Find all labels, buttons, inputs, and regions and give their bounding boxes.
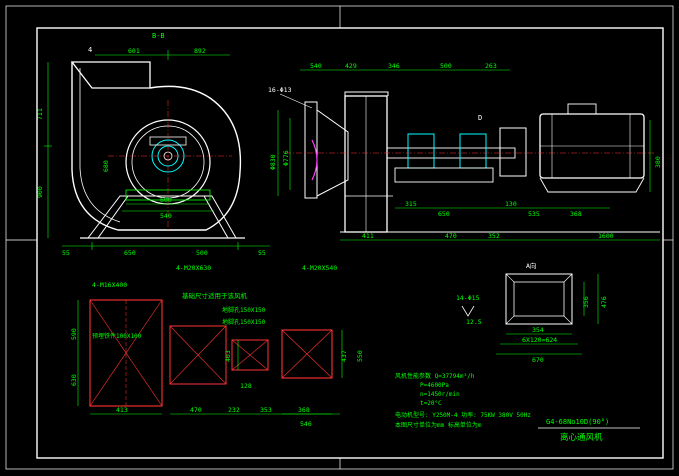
dim-top-1: 601 — [128, 47, 140, 55]
dim-left-1: 711 — [36, 108, 44, 120]
dim-inner-2: 540 — [160, 212, 172, 220]
side-top-3: 346 — [388, 62, 400, 70]
front-view: B-B 4 — [36, 32, 270, 257]
note4: 地脚孔150X150 — [222, 318, 266, 326]
side-bottom-4: 1600 — [598, 232, 614, 240]
note-line1: 风机性能参数 Q=37794m³/h — [395, 372, 475, 380]
bolts1: 4-M16X400 — [92, 281, 127, 289]
mid-w1: 470 — [190, 406, 202, 414]
side-bottom-2: 470 — [445, 232, 457, 240]
holes-label: 16-Φ13 — [268, 86, 292, 94]
note1: 基础尺寸适用于该风机 — [182, 291, 248, 300]
dim-left-2: 900 — [36, 186, 44, 198]
note-line4: t=20°C — [420, 400, 442, 407]
bolts3: 4-M20X540 — [302, 264, 337, 272]
model: G4-68No10D(90°) — [546, 418, 609, 426]
dim-shaft: 680 — [102, 160, 110, 172]
side-top-2: 429 — [345, 62, 357, 70]
mid-h2: 128 — [240, 382, 252, 390]
dim-top-2: 892 — [194, 47, 206, 55]
note-line2: P=4600Pa — [420, 382, 449, 389]
side-lower-1: 315 — [405, 200, 417, 208]
side-top-1: 540 — [310, 62, 322, 70]
detail-holes: 14-Φ15 — [456, 294, 480, 302]
note2: 地脚孔150X150 — [222, 306, 266, 314]
flange-d1: Φ830 — [269, 154, 277, 170]
dim-inner-1: 600 — [160, 196, 172, 204]
title-block: G4-68No10D(90°) 离心通风机 — [538, 418, 640, 443]
mid-h1: 403 — [224, 350, 232, 362]
dim-bottom-4: 55 — [258, 249, 266, 257]
detail-spacing: 12.5 — [466, 318, 482, 326]
right-h2: 550 — [356, 350, 364, 362]
bolts2: 4-M20X630 — [176, 264, 211, 272]
note-line6: 本图尺寸单位为mm 标高单位为m — [395, 421, 482, 429]
outer-frame — [5, 5, 674, 470]
dim-bottom-2: 650 — [124, 249, 136, 257]
dim-bottom-3: 500 — [196, 249, 208, 257]
flange-d2: Φ776 — [282, 150, 290, 166]
right-w1: 368 — [298, 406, 310, 414]
side-lower-2: 650 — [438, 210, 450, 218]
view-label-d: D — [478, 114, 482, 122]
detail-h2: 476 — [600, 296, 608, 308]
detail-h1: 356 — [582, 296, 590, 308]
detail-w1: 354 — [532, 326, 544, 334]
note-line3: n=1450r/min — [420, 391, 460, 398]
inner-frame — [36, 27, 664, 459]
side-lower-3: 130 — [505, 200, 517, 208]
flange-detail: A向 14-Φ15 12.5 354 6X120=624 670 356 476 — [456, 261, 608, 364]
right-w2: 546 — [300, 420, 312, 428]
view-label-4: 4 — [88, 46, 92, 54]
side-bottom-3: 352 — [488, 232, 500, 240]
note-line5: 电动机型号: Y250M-4 功率: 75KW 380V 50Hz — [395, 411, 531, 419]
notes: 风机性能参数 Q=37794m³/h P=4600Pa n=1450r/min … — [395, 372, 531, 429]
detail-w2: 6X120=624 — [522, 336, 557, 344]
detail-label: A向 — [526, 261, 536, 270]
side-bottom-1: 411 — [362, 232, 374, 240]
left-w: 413 — [116, 406, 128, 414]
right-h1: 437 — [340, 350, 348, 362]
side-top-4: 500 — [440, 62, 452, 70]
section-label: B-B — [152, 32, 165, 40]
motor-h: 380 — [654, 156, 662, 168]
title: 离心通风机 — [560, 432, 603, 443]
side-top-5: 263 — [485, 62, 497, 70]
side-lower-4: 535 — [528, 210, 540, 218]
note3: 预埋铁件100X100 — [92, 332, 142, 340]
mid-w2: 232 — [228, 406, 240, 414]
side-lower-5: 368 — [570, 210, 582, 218]
left-h2: 630 — [70, 374, 78, 386]
left-h1: 590 — [70, 328, 78, 340]
side-view: 16-Φ13 D — [268, 62, 662, 241]
detail-w3: 670 — [532, 356, 544, 364]
mid-w3: 353 — [260, 406, 272, 414]
foundation-views: 4-M16X400 预埋铁件100X100 4-M20X630 基础尺寸适用于该… — [70, 264, 364, 428]
dim-bottom-1: 55 — [62, 249, 70, 257]
